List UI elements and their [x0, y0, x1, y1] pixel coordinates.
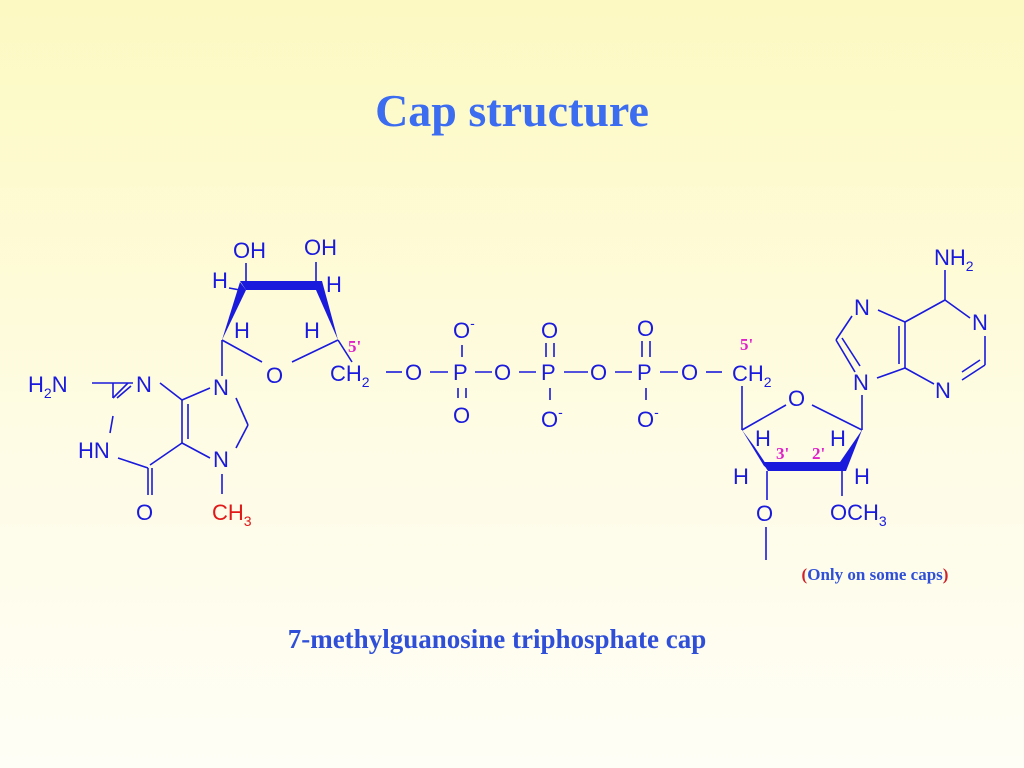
- adenine-nh2: NH2: [934, 245, 974, 274]
- page-title: Cap structure: [375, 85, 649, 136]
- ribose-2-h-4: H: [854, 464, 870, 489]
- hn-label: HN: [78, 438, 110, 463]
- ribose-2-2-o-methyl: OCH3: [830, 500, 887, 529]
- methylguanine-base: H2N N HN O N N CH3: [28, 340, 252, 529]
- n7-methyl-label: CH3: [212, 500, 252, 529]
- note-only-on-some-caps: (Only on some caps): [801, 565, 949, 584]
- ribose-1-h-4: H: [326, 272, 342, 297]
- h2n-label: H2N: [28, 372, 68, 401]
- ribose-2-h-3: H: [733, 464, 749, 489]
- gamma-o-minus: O-: [637, 404, 659, 432]
- beta-o-minus: O-: [541, 404, 563, 432]
- ribose-2-h-2: H: [830, 426, 846, 451]
- ribose-1-h-3: H: [304, 318, 320, 343]
- ribose-2-ring-o: O: [788, 386, 805, 411]
- ribose-1-3-oh: OH: [304, 235, 337, 260]
- carbonyl-o-label: O: [136, 500, 153, 525]
- bridge-o-3: O: [590, 360, 607, 385]
- ribose-1-5-prime: 5': [348, 337, 361, 356]
- ribose-1-ring-o: O: [266, 363, 283, 388]
- beta-o-double: O: [541, 318, 558, 343]
- alpha-o-double: O: [453, 403, 470, 428]
- bridge-o-2: O: [494, 360, 511, 385]
- n1-label: N: [136, 372, 152, 397]
- ribose-2-2-prime: 2': [812, 444, 825, 463]
- phosphorus-beta: P: [541, 360, 556, 385]
- ribose-2-3-o: O: [756, 501, 773, 526]
- ribose-1-h-1: H: [212, 268, 228, 293]
- ribose-2: 5' CH2 O H H H H 3' 2' O OCH3: [732, 335, 887, 560]
- ribose-1-2-oh: OH: [233, 238, 266, 263]
- adenine-n7: N: [854, 295, 870, 320]
- adenine-base: N N NH2 N N: [835, 245, 988, 403]
- diagram-caption: 7-methylguanosine triphosphate cap: [287, 624, 707, 654]
- adenine-n9: N: [853, 370, 869, 395]
- n7-label: N: [213, 447, 229, 472]
- bridge-o-1: O: [405, 360, 422, 385]
- adenine-n3: N: [935, 378, 951, 403]
- phosphorus-gamma: P: [637, 360, 652, 385]
- ribose-1-ch2: CH2: [330, 361, 370, 390]
- ribose-1: O H H H H OH OH 5' CH2: [212, 235, 370, 390]
- phosphorus-alpha: P: [453, 360, 468, 385]
- bridge-o-4: O: [681, 360, 698, 385]
- ribose-1-h-2: H: [234, 318, 250, 343]
- triphosphate-bridge: O P O- O O P O O- O P O O- O: [386, 315, 722, 432]
- ribose-2-h-1: H: [755, 426, 771, 451]
- n9-label: N: [213, 375, 229, 400]
- alpha-o-minus: O-: [453, 315, 475, 343]
- ribose-2-3-prime: 3': [776, 444, 789, 463]
- gamma-o-double: O: [637, 316, 654, 341]
- ribose-2-5-prime: 5': [740, 335, 753, 354]
- adenine-n1: N: [972, 310, 988, 335]
- ribose-2-ch2: CH2: [732, 361, 772, 390]
